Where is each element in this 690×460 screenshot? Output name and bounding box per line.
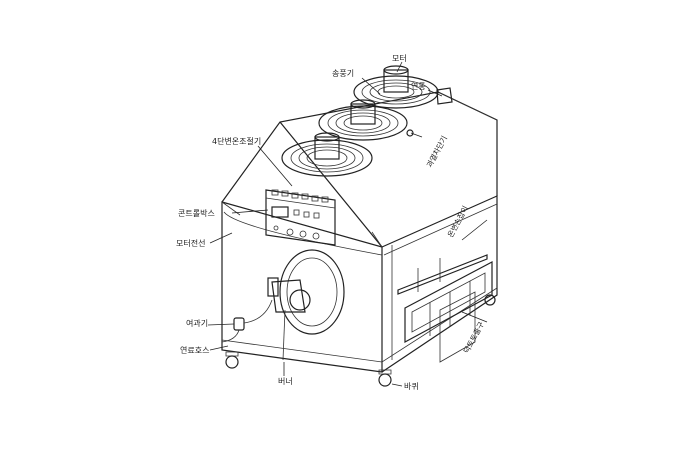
label-thermostat-4stage: 4단변온조절기 xyxy=(212,136,261,146)
overheat-breaker-shape xyxy=(406,129,414,137)
blower-unit xyxy=(281,65,439,177)
label-motor-wire: 모터전선 xyxy=(176,238,205,248)
label-air-guide-handle: 온변손잡이 xyxy=(445,204,470,239)
fuel-line-shape xyxy=(221,299,273,343)
leader-lines xyxy=(207,61,488,387)
label-wheel: 바퀴 xyxy=(404,381,419,391)
label-motor: 모터 xyxy=(392,54,407,63)
air-guide-handle-shape xyxy=(397,254,488,295)
label-control-box: 콘트롤박스 xyxy=(178,208,215,218)
control-box-shape xyxy=(265,189,336,246)
wheels-shape xyxy=(225,294,496,387)
label-filter: 여과기 xyxy=(186,318,208,328)
label-overheat-breaker: 과열차단기 xyxy=(424,134,449,169)
label-chimney: 연통 xyxy=(411,82,426,91)
label-burner: 버너 xyxy=(278,376,293,386)
label-fuel-hose: 연료호스 xyxy=(180,346,209,355)
label-blower: 송풍기 xyxy=(332,69,354,78)
label-duct-outlet: 덕트토출구 xyxy=(461,320,486,355)
chimney-shape xyxy=(436,87,453,105)
burner-shape xyxy=(267,249,345,361)
